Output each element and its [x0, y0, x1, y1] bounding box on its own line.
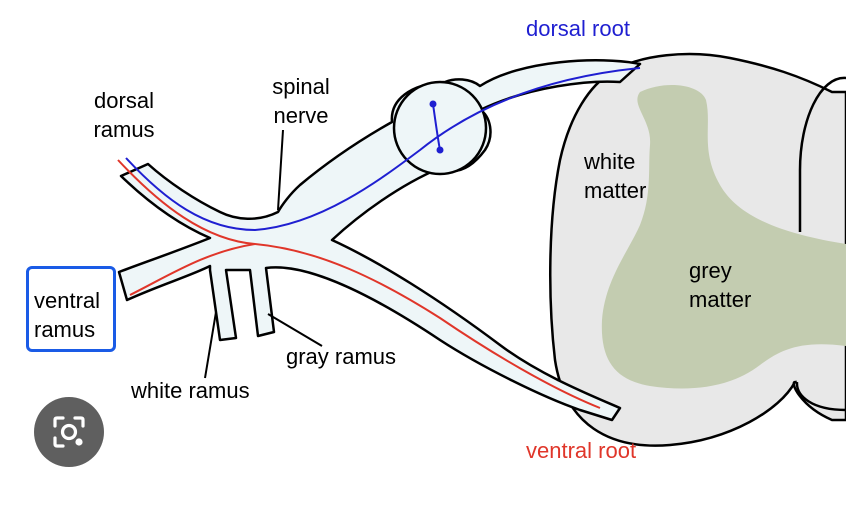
ventral-root-label: ventral root — [526, 438, 637, 463]
white-ramus-leader — [204, 311, 217, 379]
ventral-ramus-annotation-box — [26, 266, 116, 352]
camera-search-icon — [53, 416, 85, 448]
nerve-outline — [117, 59, 642, 422]
gray-ramus-label: gray ramus — [286, 344, 397, 369]
spinal-cord-right-edge — [795, 76, 846, 412]
gray-ramus-leader — [267, 313, 323, 347]
spinal-nerve-leader — [277, 129, 284, 211]
lens-search-button[interactable] — [34, 397, 104, 467]
motor-fiber-ventral — [129, 243, 256, 296]
sensory-fiber — [125, 67, 641, 232]
dorsal-root-label: dorsal root — [526, 16, 630, 41]
white-ramus-label: white ramus — [131, 378, 250, 403]
motor-fiber — [117, 159, 601, 409]
grey-matter-region — [601, 85, 846, 389]
sensory-cell-body — [429, 100, 437, 108]
sensory-cell-body-2 — [436, 146, 444, 154]
